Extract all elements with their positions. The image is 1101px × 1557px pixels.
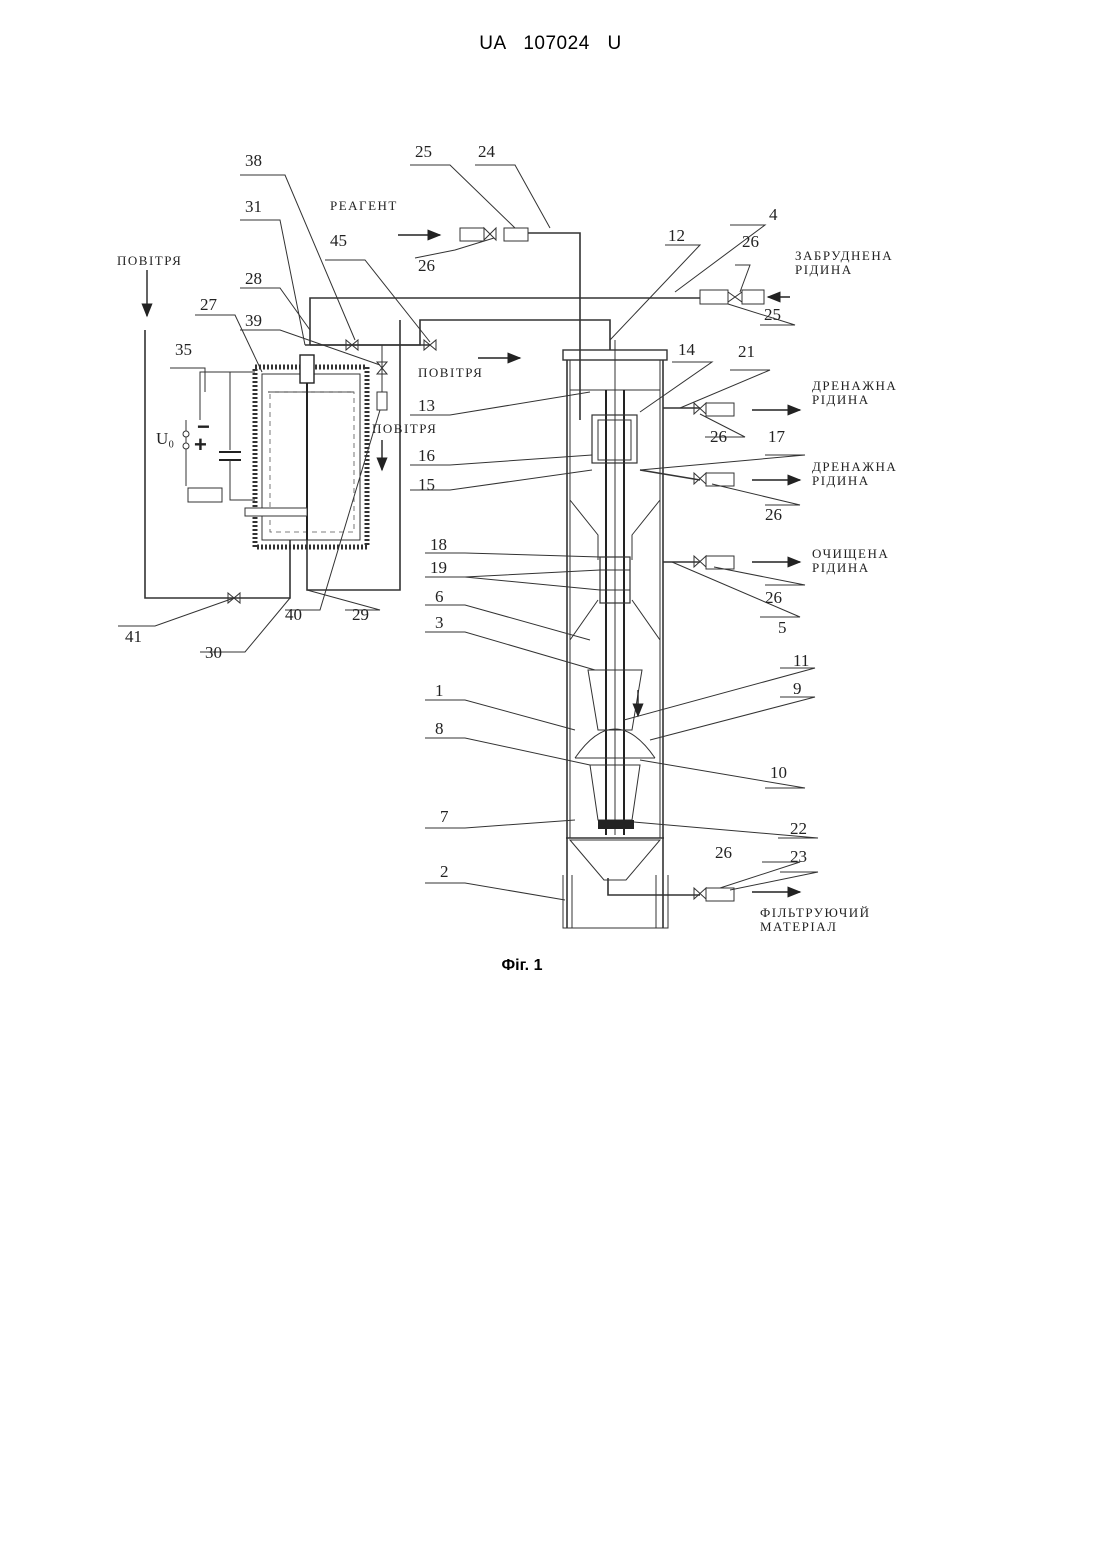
ref-27: 27 [200,295,218,314]
ref-28: 28 [245,269,262,288]
label-clean-a: ОЧИЩЕНА [812,546,889,561]
ref-23: 23 [790,847,807,866]
ref-35: 35 [175,340,192,359]
label-drain-1a: ДРЕНАЖНА [812,378,897,393]
ref-7: 7 [440,807,449,826]
label-drain-1b: РІДИНА [812,392,870,407]
ref-3: 3 [435,613,444,632]
label-air-right: ПОВІТРЯ [418,365,483,380]
label-filter-b: МАТЕРІАЛ [760,919,837,934]
ref-41: 41 [125,627,142,646]
reference-numbers: 38 25 24 31 45 26 28 27 39 35 12 4 26 25… [125,142,809,881]
label-drain-2a: ДРЕНАЖНА [812,459,897,474]
ref-15: 15 [418,475,435,494]
ref-26a: 26 [418,256,435,275]
ref-9: 9 [793,679,802,698]
ref-24: 24 [478,142,496,161]
label-reagent: РЕАГЕНТ [330,198,398,213]
ref-25a: 25 [415,142,432,161]
ref-14: 14 [678,340,696,359]
ref-39: 39 [245,311,262,330]
ref-21: 21 [738,342,755,361]
ref-1: 1 [435,681,444,700]
ref-29: 29 [352,605,369,624]
outlets [608,403,800,901]
ref-25b: 25 [764,305,781,324]
ref-6: 6 [435,587,444,606]
ref-5: 5 [778,618,787,637]
ref-12: 12 [668,226,685,245]
ref-10: 10 [770,763,787,782]
ref-18: 18 [430,535,447,554]
ref-26f: 26 [715,843,732,862]
ref-11: 11 [793,651,809,670]
ref-45: 45 [330,231,347,250]
figure-caption: Фіг. 1 [0,957,1044,975]
ref-26d: 26 [765,505,782,524]
ref-16: 16 [418,446,435,465]
ref-26e: 26 [765,588,782,607]
ref-26b: 26 [742,232,759,251]
ref-2: 2 [440,862,449,881]
label-drain-2b: РІДИНА [812,473,870,488]
label-air-top-left: ПОВІТРЯ [117,253,182,268]
label-dirty-liquid-2: РІДИНА [795,262,853,277]
ref-8: 8 [435,719,444,738]
ref-31: 31 [245,197,262,216]
label-voltage: U₀ [156,429,174,448]
apparatus-diagram: − + [0,0,1101,1000]
main-column [563,340,668,928]
ref-17: 17 [768,427,786,446]
electrolyzer-tank: − + [145,270,400,603]
ref-4: 4 [769,205,778,224]
ref-22: 22 [790,819,807,838]
label-clean-b: РІДИНА [812,560,870,575]
label-dirty-liquid-1: ЗАБРУДНЕНА [795,248,893,263]
ref-26c: 26 [710,427,727,446]
ref-38: 38 [245,151,262,170]
svg-text:+: + [194,432,207,457]
label-filter-a: ФІЛЬТРУЮЧИЙ [760,905,871,920]
ref-19: 19 [430,558,447,577]
leader-lines [118,165,818,900]
ref-40: 40 [285,605,302,624]
ref-30: 30 [205,643,222,662]
ref-13: 13 [418,396,435,415]
label-air-down: ПОВІТРЯ [372,421,437,436]
